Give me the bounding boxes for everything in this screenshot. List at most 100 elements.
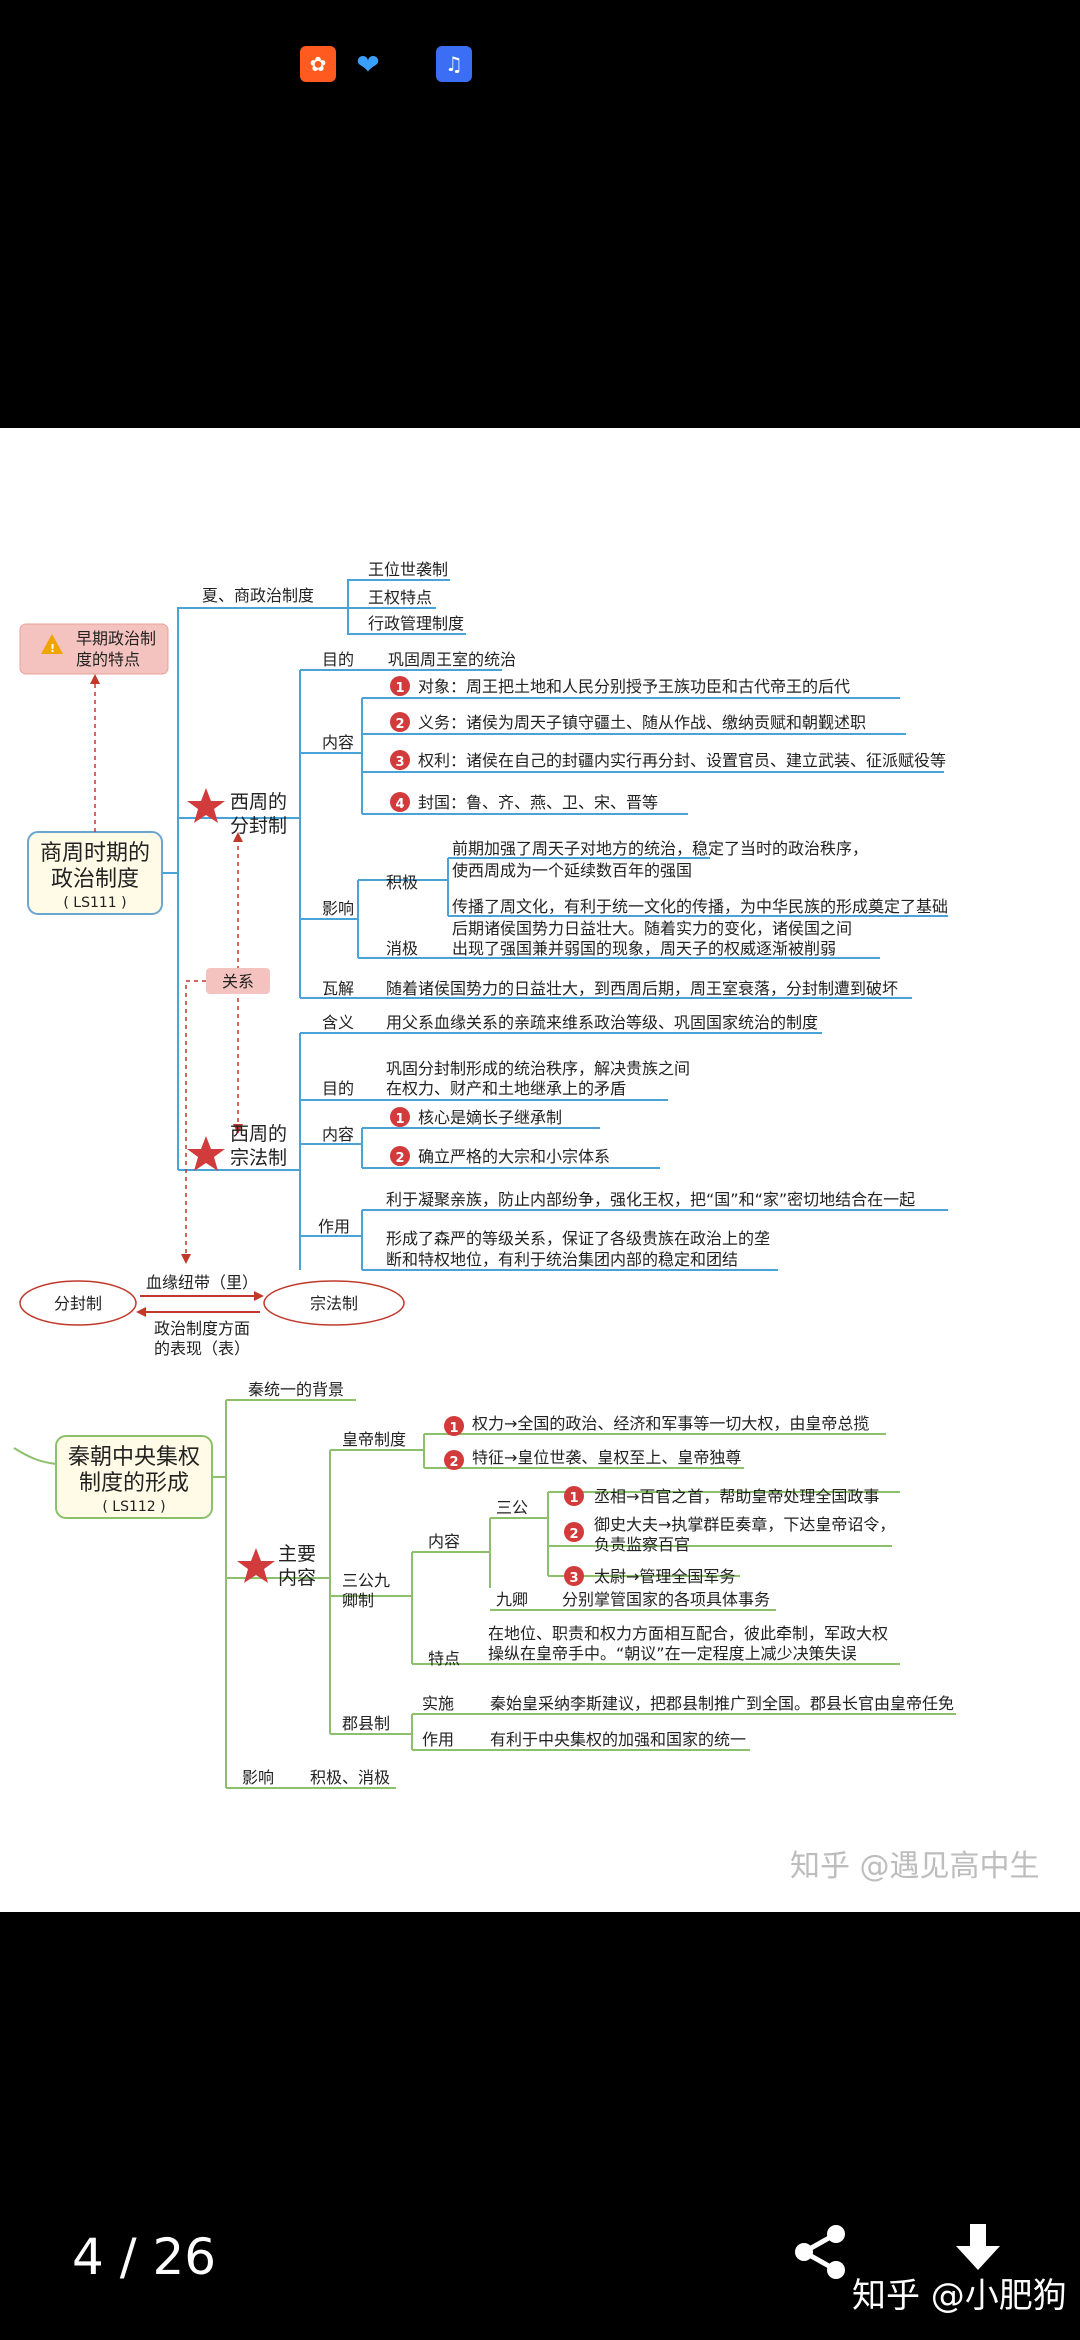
mindmap-watermark: 知乎 @遇见高中生 <box>790 1849 1040 1884</box>
svg-text:2: 2 <box>449 1455 458 1470</box>
zongfa-line2: 宗法制 <box>230 1147 287 1169</box>
xia-shang-item-2: 王权特点 <box>368 588 432 607</box>
junxian-label: 郡县制 <box>342 1714 390 1733</box>
implement-label: 实施 <box>422 1694 454 1713</box>
compare-right: 宗法制 <box>310 1294 358 1313</box>
qin-background: 秦统一的背景 <box>248 1380 344 1399</box>
root2-code: ( LS112 ) <box>102 1499 165 1515</box>
svg-text:1: 1 <box>569 1491 578 1506</box>
star-icon <box>187 1136 225 1171</box>
qin-effect-label: 作用 <box>422 1730 454 1749</box>
fenfeng-purpose: 巩固周王室的统治 <box>388 650 516 669</box>
fenfeng-content-3: 权利：诸侯在自己的封疆内实行再分封、设置官员、建立武装、征派赋役等 <box>418 751 946 770</box>
zongfa-effect2b: 断和特权地位，有利于统治集团内部的稳定和团结 <box>386 1250 738 1269</box>
fenfeng-collapse-label: 瓦解 <box>322 979 354 998</box>
status-bar-icons: ✿ ❤ ♫ <box>300 46 472 86</box>
svg-text:2: 2 <box>569 1527 578 1542</box>
fenfeng-positive1b: 使西周成为一个延续数百年的强国 <box>452 861 692 880</box>
star-icon <box>237 1548 275 1583</box>
sangong-2a: 御史大夫→执掌群臣奏章，下达皇帝诏令， <box>594 1515 895 1534</box>
root1-line2: 政治制度 <box>51 867 139 892</box>
svg-text:!: ! <box>50 642 55 655</box>
root2-line1: 秦朝中央集权 <box>68 1445 200 1470</box>
fenfeng-positive1a: 前期加强了周天子对地方的统治，稳定了当时的政治秩序， <box>452 839 868 858</box>
fenfeng-positive2: 传播了周文化，有利于统一文化的传播，为中华民族的形成奠定了基础 <box>452 897 948 916</box>
emperor-1: 权力→全国的政治、经济和军事等一切大权，由皇帝总揽 <box>472 1414 869 1433</box>
fenfeng-content-1: 对象：周王把土地和人民分别授予王族功臣和古代帝王的后代 <box>418 677 850 696</box>
compare-left-ellipse <box>19 1280 137 1326</box>
kuaishou-icon: ✿ <box>300 46 336 82</box>
zongfa-content-label: 内容 <box>322 1125 354 1144</box>
zongfa-effect2a: 形成了森严的等级关系，保证了各级贵族在政治上的垄 <box>386 1229 770 1248</box>
relation-box <box>206 968 270 994</box>
page-counter: 4 / 26 <box>72 2228 217 2286</box>
emperor-label: 皇帝制度 <box>342 1430 406 1449</box>
fenfeng-negative-label: 消极 <box>386 939 418 958</box>
early-feature-box <box>19 623 169 675</box>
mindmap-image[interactable]: ! 早期政治制 度的特点 商周时期的 政治制度 ( LS111 ) <box>0 428 1080 1912</box>
compare-left: 分封制 <box>54 1294 102 1313</box>
zongfa-purpose-b: 在权力、财产和土地继承上的矛盾 <box>386 1079 626 1098</box>
zongfa-content-2: 确立严格的大宗和小宗体系 <box>418 1147 610 1166</box>
sangong-label: 三公 <box>496 1498 528 1517</box>
zongfa-line1: 西周的 <box>230 1123 287 1145</box>
fenfeng-content-label: 内容 <box>322 733 354 752</box>
heart-hand-icon: ❤ <box>356 47 380 81</box>
feature-label: 特点 <box>428 1649 460 1668</box>
sgjq-line1: 三公九 <box>342 1571 390 1590</box>
qin-effect: 有利于中央集权的加强和国家的统一 <box>490 1730 746 1749</box>
feature-b: 操纵在皇帝手中。“朝议”在一定程度上减少决策失误 <box>488 1644 857 1663</box>
xia-shang-item-1: 王位世袭制 <box>368 560 448 579</box>
fenfeng-content-2: 义务：诸侯为周天子镇守疆土、随从作战、缴纳贡赋和朝觐述职 <box>418 713 866 732</box>
fenfeng-purpose-label: 目的 <box>322 650 354 669</box>
qin-main-line1: 主要 <box>278 1543 316 1565</box>
music-icon: ♫ <box>436 46 472 82</box>
early-line1: 早期政治制 <box>76 629 156 648</box>
svg-text:1: 1 <box>395 681 404 696</box>
implement: 秦始皇采纳李斯建议，把郡县制推广到全国。郡县长官由皇帝任免 <box>490 1694 954 1713</box>
jiuqing: 分别掌管国家的各项具体事务 <box>562 1590 770 1609</box>
sangong-1: 丞相→百官之首，帮助皇帝处理全国政事 <box>594 1487 879 1506</box>
jiuqing-label: 九卿 <box>496 1590 528 1609</box>
compare-bottom2: 的表现（表） <box>154 1339 250 1358</box>
fenfeng-content-4: 封国：鲁、齐、燕、卫、宋、晋等 <box>418 793 658 812</box>
emperor-2: 特征→皇位世袭、皇权至上、皇帝独尊 <box>472 1448 741 1467</box>
fenfeng-negative-a: 后期诸侯国势力日益壮大。随着实力的变化，诸侯国之间 <box>452 919 852 938</box>
fenfeng-line2: 分封制 <box>230 815 287 837</box>
sangong-2b: 负责监察百官 <box>594 1535 690 1554</box>
root2-line2: 制度的形成 <box>79 1471 189 1496</box>
sgjq-line2: 卿制 <box>342 1591 374 1610</box>
svg-text:3: 3 <box>395 755 404 770</box>
svg-text:2: 2 <box>395 1151 404 1166</box>
fenfeng-line1: 西周的 <box>230 791 287 813</box>
root1-line1: 商周时期的 <box>40 841 150 866</box>
star-icon <box>187 788 225 823</box>
fenfeng-impact-label: 影响 <box>322 899 354 918</box>
zongfa-meaning: 用父系血缘关系的亲疏来维系政治等级、巩固国家统治的制度 <box>386 1013 818 1032</box>
relation-label: 关系 <box>222 972 254 991</box>
root1-code: ( LS111 ) <box>63 895 126 911</box>
svg-text:3: 3 <box>569 1571 578 1586</box>
svg-text:1: 1 <box>395 1112 404 1127</box>
xia-shang-label: 夏、商政治制度 <box>202 586 314 605</box>
zongfa-content-1: 核心是嫡长子继承制 <box>418 1108 562 1127</box>
compare-right-ellipse <box>263 1280 405 1326</box>
fenfeng-negative-b: 出现了强国兼并弱国的现象，周天子的权威逐渐被削弱 <box>452 939 836 958</box>
sgjq-content-label: 内容 <box>428 1532 460 1551</box>
zongfa-effect-label: 作用 <box>318 1217 350 1236</box>
warning-icon <box>41 634 63 654</box>
author-watermark: 知乎 @小肥狗 <box>852 2276 1067 2316</box>
fenfeng-collapse: 随着诸侯国势力的日益壮大，到西周后期，周王室衰落，分封制遭到破坏 <box>386 979 898 998</box>
zongfa-meaning-label: 含义 <box>322 1013 354 1032</box>
zongfa-effect1: 利于凝聚亲族，防止内部纷争，强化王权，把“国”和“家”密切地结合在一起 <box>386 1190 915 1209</box>
zongfa-purpose-label: 目的 <box>322 1079 354 1098</box>
svg-text:1: 1 <box>449 1421 458 1436</box>
qin-main-line2: 内容 <box>278 1567 316 1589</box>
compare-bottom1: 政治制度方面 <box>154 1319 250 1338</box>
feature-a: 在地位、职责和权力方面相互配合，彼此牵制，军政大权 <box>488 1624 888 1643</box>
svg-text:2: 2 <box>395 717 404 732</box>
fenfeng-positive-label: 积极 <box>386 873 418 892</box>
download-icon[interactable] <box>950 2222 1006 2282</box>
share-icon[interactable] <box>790 2222 850 2282</box>
sangong-3: 太尉→管理全国军务 <box>594 1567 735 1586</box>
